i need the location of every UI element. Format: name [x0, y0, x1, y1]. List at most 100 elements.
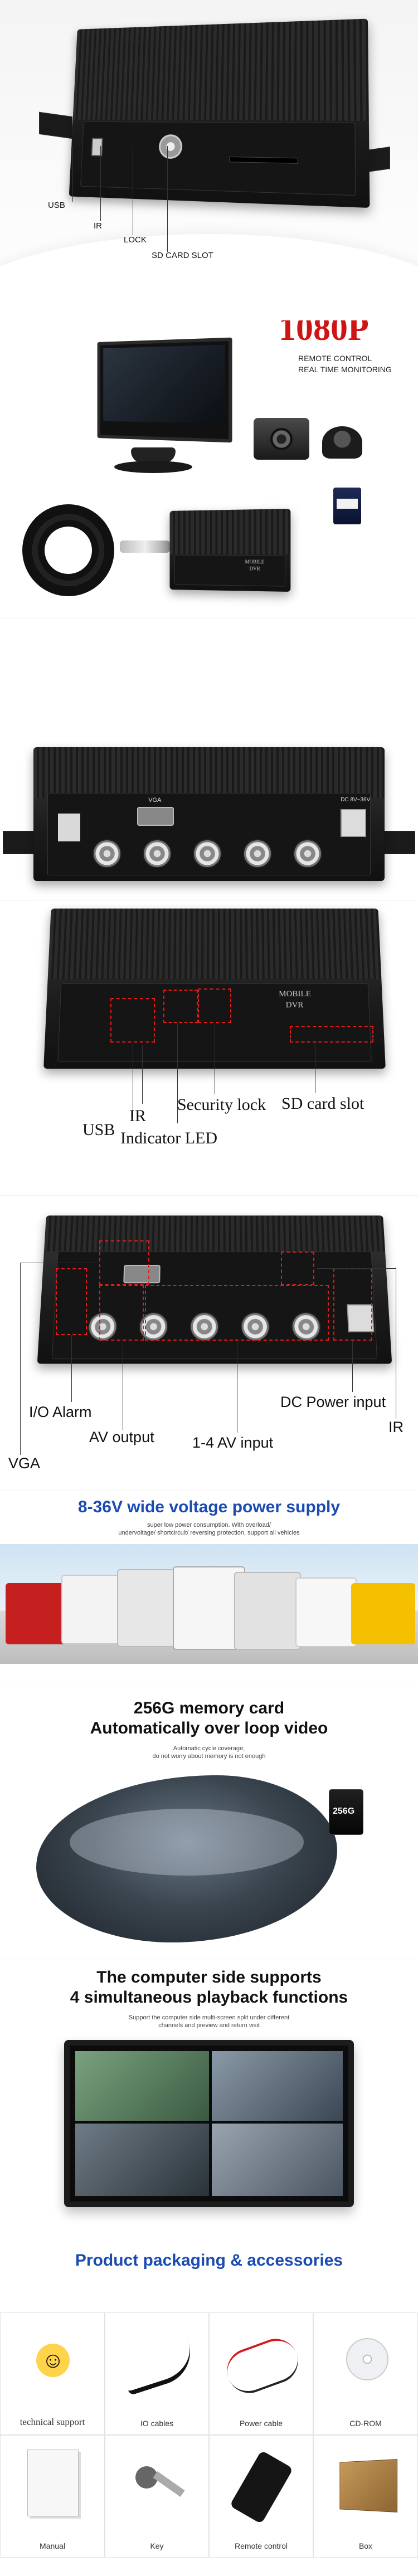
remote-control-icon	[229, 2450, 294, 2524]
vga-port-icon	[137, 806, 174, 826]
memory-title-2: Automatically over loop video	[90, 1719, 328, 1737]
callout-av-output: AV output	[89, 1429, 154, 1445]
accessory-caption-remote-control: Remote control	[235, 2541, 288, 2550]
playback-title-1: The computer side supports	[96, 1968, 322, 1986]
hero-label-lock: LOCK	[124, 235, 147, 245]
rear-dc-label: DC 8V~36V	[341, 796, 371, 803]
av-out-port-icon	[93, 839, 122, 868]
front-label-usb: USB	[82, 1121, 115, 1139]
sd-card-image	[333, 488, 361, 524]
accessories-section: Product packaging & accessories ☺ techni…	[0, 2240, 418, 2576]
accessory-caption-io-cables: IO cables	[140, 2419, 174, 2428]
front-label-indicator: Indicator LED	[120, 1129, 218, 1147]
hero-label-sd: SD CARD SLOT	[152, 251, 213, 260]
manual-icon	[27, 2450, 79, 2516]
io-cable-icon	[118, 2336, 199, 2396]
accessory-caption-power-cable: Power cable	[239, 2419, 283, 2428]
mobile-dvr-image: MOBILE DVR	[169, 508, 291, 592]
voltage-section: 8-36V wide voltage power supply super lo…	[0, 1491, 418, 1683]
accessory-caption-cd-rom: CD-ROM	[349, 2419, 382, 2428]
voltage-line-1: super low power consumption. With overlo…	[147, 1522, 271, 1528]
vehicles-image	[0, 1544, 418, 1664]
accessory-cd-rom: CD-ROM	[313, 2312, 418, 2435]
bus-interior-image	[36, 1775, 337, 1942]
hero-curve	[0, 234, 418, 320]
av2-port-icon	[193, 839, 222, 868]
rear-vga-label: VGA	[148, 796, 162, 804]
dvr-device-image	[69, 18, 370, 208]
accessory-tech-support: ☺ technical support	[0, 2312, 105, 2435]
callout-io-alarm: I/O Alarm	[29, 1404, 92, 1420]
front-face-text-1: MOBILE	[279, 990, 312, 999]
front-panel-section: MOBILE DVR USB IR Indicator LED Security…	[0, 900, 418, 1195]
accessory-key: Key	[105, 2435, 209, 2558]
front-label-sd: SD card slot	[281, 1094, 364, 1113]
product-set-section: 1080P REMOTE CONTROL REAL TIME MONITORIN…	[0, 320, 418, 619]
monitor-stand	[131, 447, 176, 463]
rear-panel-section: VGA DC 8V~36V	[0, 619, 418, 900]
rear-camera-image	[254, 418, 309, 460]
cd-rom-icon	[346, 2338, 388, 2380]
memory-section: 256G memory card Automatically over loop…	[0, 1683, 418, 1959]
av1-port-icon	[143, 839, 172, 868]
extension-cable-image	[22, 504, 114, 596]
callout-vga: VGA	[8, 1455, 41, 1472]
resolution-title: 1080P	[279, 320, 369, 348]
dome-camera-image	[322, 426, 362, 459]
rear-callout-section: I/O Alarm AV output 1-4 AV input VGA DC …	[0, 1195, 418, 1491]
accessory-remote-control: Remote control	[209, 2435, 313, 2558]
bus-image-2	[295, 1577, 357, 1647]
accessory-manual: Manual	[0, 2435, 105, 2558]
accessory-box: Box	[313, 2435, 418, 2558]
playback-line-2: channels and preview and return visit	[158, 2022, 260, 2029]
monitor-base	[114, 461, 192, 473]
io-terminal-icon	[58, 813, 81, 841]
memory-card-label: 256G	[333, 1806, 355, 1816]
dvr-flange-left	[39, 111, 72, 139]
usb-port-icon	[91, 138, 103, 157]
memory-line-1: Automatic cycle coverage;	[173, 1745, 245, 1752]
dc-power-port-icon	[341, 809, 367, 837]
voltage-title: 8-36V wide voltage power supply	[77, 1498, 341, 1516]
dvr-face-text-1: MOBILE	[245, 559, 265, 565]
hero-section: USB IR LOCK SD CARD SLOT	[0, 0, 418, 320]
playback-screen-image	[64, 2040, 354, 2207]
front-face-text-2: DVR	[285, 1001, 304, 1010]
power-cable-icon	[221, 2332, 304, 2399]
cable-connector-image	[120, 540, 170, 553]
truck-image-3	[234, 1572, 301, 1650]
accessories-title: Product packaging & accessories	[75, 2251, 343, 2270]
playback-line-1: Support the computer side multi-screen s…	[128, 2014, 290, 2021]
av4-port-icon	[293, 839, 323, 868]
hero-label-ir: IR	[94, 221, 102, 231]
truck-image-2	[173, 1566, 245, 1650]
monitor-image	[97, 337, 232, 443]
key-icon	[130, 2461, 186, 2511]
memory-line-2: do not worry about memory is not enough	[152, 1753, 266, 1760]
playback-section: The computer side supports 4 simultaneou…	[0, 1959, 418, 2240]
front-label-lock: Security lock	[177, 1095, 266, 1114]
accessory-power-cable: Power cable	[209, 2312, 313, 2435]
accessory-io-cables: IO cables	[105, 2312, 209, 2435]
dvr-rear-image: VGA DC 8V~36V	[33, 747, 385, 881]
playback-title-2: 4 simultaneous playback functions	[70, 1988, 348, 2007]
accessory-caption-box: Box	[358, 2541, 373, 2550]
front-label-ir: IR	[129, 1107, 146, 1125]
accessory-caption-tech-support: technical support	[20, 2417, 85, 2427]
feature-remote-control: REMOTE CONTROL	[298, 354, 372, 363]
memory-card-image: 256G	[329, 1789, 363, 1835]
accessory-caption-manual: Manual	[40, 2541, 65, 2550]
harvester-image	[6, 1583, 70, 1644]
av3-port-icon	[243, 839, 273, 868]
lock-icon	[158, 134, 183, 159]
accessory-caption-key: Key	[150, 2541, 164, 2550]
callout-ir: IR	[388, 1419, 404, 1435]
school-bus-image	[351, 1583, 415, 1644]
sd-slot-icon	[229, 157, 298, 164]
smiley-icon: ☺	[36, 2344, 70, 2377]
memory-title-1: 256G memory card	[133, 1699, 285, 1717]
box-icon	[339, 2458, 398, 2513]
hero-label-usb: USB	[48, 201, 65, 210]
voltage-line-2: undervoltage/ shortcircuit/ reversing pr…	[118, 1530, 300, 1536]
